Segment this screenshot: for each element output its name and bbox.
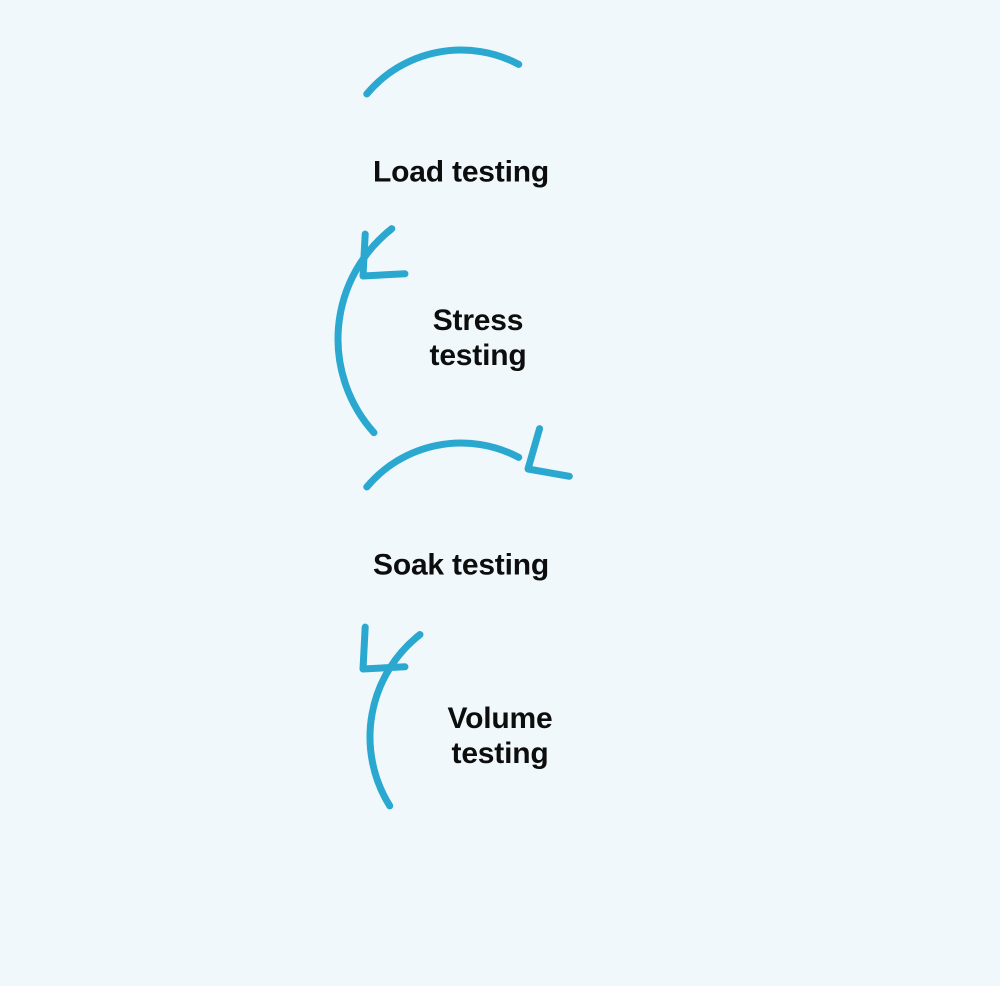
arrowhead-arrow-load-to-stress <box>359 230 409 280</box>
node-arc-soak-testing <box>363 439 523 491</box>
arc-group <box>334 46 523 810</box>
arrowhead-arrow-soak-to-volume <box>359 623 409 673</box>
arrowhead-group <box>359 230 573 673</box>
arrowhead-arrow-stress-to-soak <box>524 425 573 480</box>
node-arc-stress-testing <box>334 225 396 437</box>
node-arc-load-testing <box>363 46 523 98</box>
node-arc-volume-testing <box>366 631 424 810</box>
